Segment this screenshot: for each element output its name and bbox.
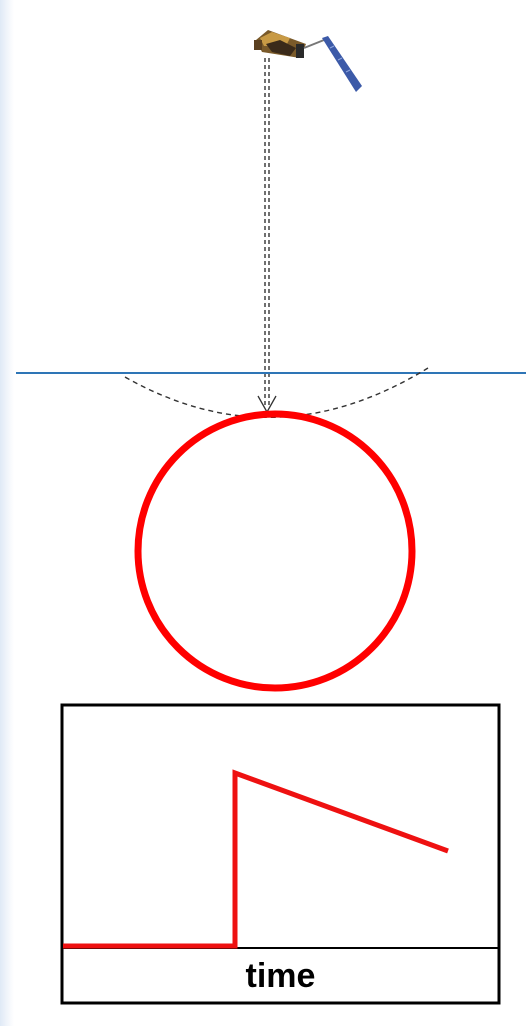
- satellite-icon: [254, 30, 362, 92]
- red-ring: [138, 414, 412, 688]
- time-axis-label: time: [62, 949, 499, 1003]
- wavefront-arc: [125, 368, 428, 417]
- beam-arrow: [258, 58, 276, 412]
